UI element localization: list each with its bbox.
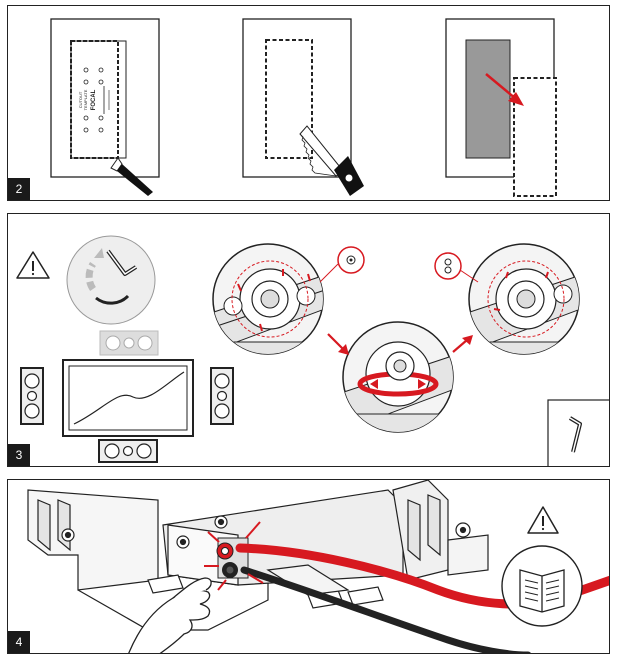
arrow-icon xyxy=(485,73,524,106)
warning-icon xyxy=(527,506,559,534)
tv-frame-icon xyxy=(62,359,194,437)
black-cable xyxy=(240,566,531,653)
detail-circle-1 xyxy=(212,243,324,355)
speaker-top-icon xyxy=(99,330,159,356)
flow-arrow-2 xyxy=(452,335,473,353)
detail-circle-3 xyxy=(468,243,580,355)
warning-icon xyxy=(16,251,50,279)
manual-icon xyxy=(501,545,583,627)
zoom-bubble-2 xyxy=(434,252,462,280)
step-4-illustration xyxy=(27,480,609,653)
step-2-illustration: CUTOUT TEMPLATE FOCAL xyxy=(50,18,557,197)
speaker-left-icon xyxy=(20,367,44,425)
template-text-2: TEMPLATE xyxy=(83,89,88,110)
speaker-right-icon xyxy=(210,367,234,425)
step-3-panel: 3 xyxy=(7,213,610,467)
detail-circle-2 xyxy=(342,321,454,433)
cutout-template xyxy=(70,40,127,159)
step-number-badge: 2 xyxy=(8,178,30,200)
wall-plate-2 xyxy=(242,18,352,178)
step-number-badge: 4 xyxy=(8,631,30,653)
removed-panel xyxy=(513,77,557,197)
wall-opening xyxy=(465,39,511,159)
hand-illustration xyxy=(128,577,212,653)
step-4-panel: 4 xyxy=(7,479,610,654)
speaker-bottom-icon xyxy=(98,439,158,463)
step-2-panel: CUTOUT TEMPLATE FOCAL 2 xyxy=(7,5,610,201)
saw-icon xyxy=(299,125,364,196)
speaker-frame xyxy=(27,480,489,631)
cut-line xyxy=(265,39,313,159)
flow-arrow-1 xyxy=(327,333,349,355)
template-text-1: CUTOUT xyxy=(78,91,83,108)
pencil-icon xyxy=(110,157,153,196)
step-3-illustration xyxy=(16,235,609,466)
hex-key-icon xyxy=(66,235,156,325)
connection-arrows xyxy=(204,521,264,591)
trace-line xyxy=(70,40,119,159)
step-number-badge: 3 xyxy=(8,444,30,466)
hex-key-box xyxy=(547,399,609,466)
template-brand: FOCAL xyxy=(91,89,97,110)
